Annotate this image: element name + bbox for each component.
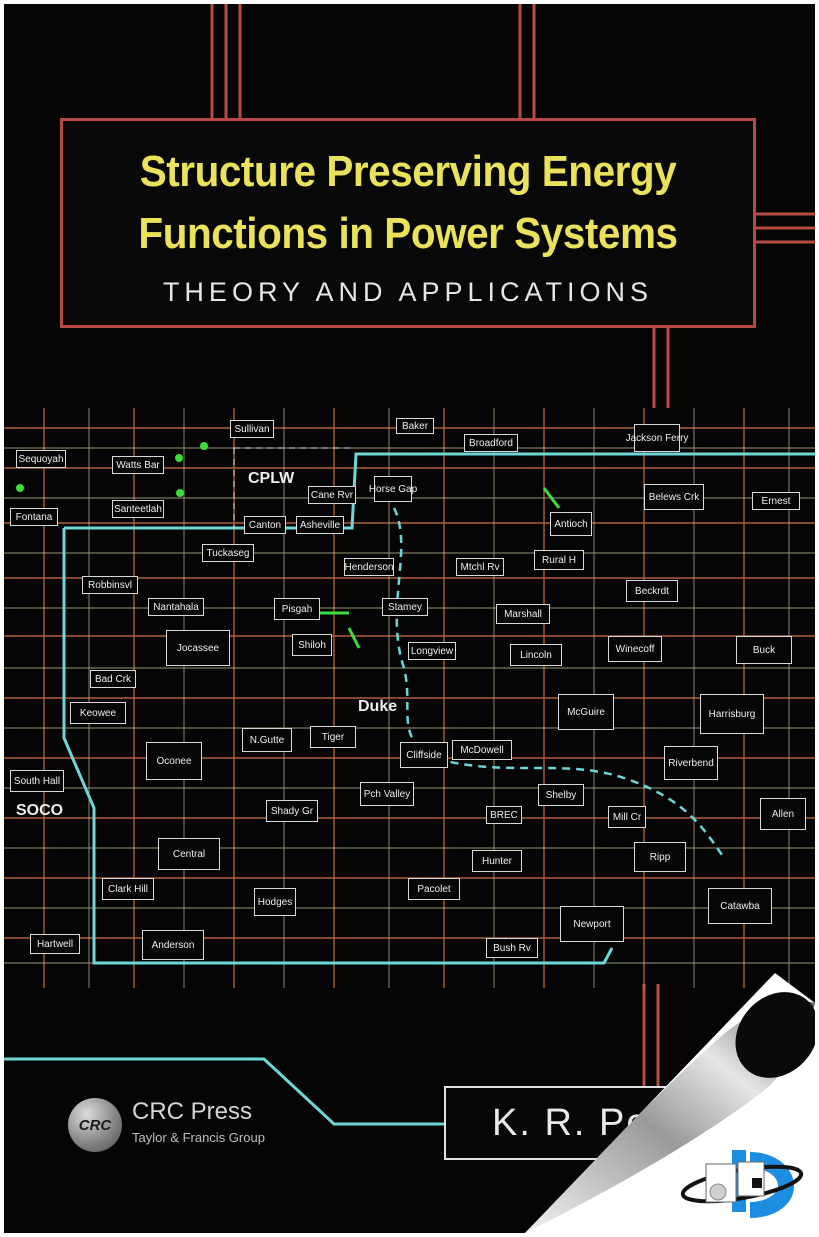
network-node: Newport [560, 906, 624, 942]
crc-press-logo-icon: CRC [68, 1098, 122, 1152]
region-label-duke: Duke [358, 698, 398, 715]
network-node: Central [158, 838, 220, 870]
network-node: Sequoyah [16, 450, 66, 468]
network-node: Tiger [310, 726, 356, 748]
network-node: Henderson [344, 558, 394, 576]
network-node: Lincoln [510, 644, 562, 666]
network-node: N.Gutte [242, 728, 292, 752]
network-node: Belews Crk [644, 484, 704, 510]
network-node: Bad Crk [90, 670, 136, 688]
network-node: Cane Rvr [308, 486, 356, 504]
network-node: Antioch [550, 512, 592, 536]
book-title-line-1: Structure Preserving Energy [139, 147, 677, 196]
network-node: Anderson [142, 930, 204, 960]
region-label-cplw: CPLW [248, 470, 295, 487]
network-node: Bush Rv [486, 938, 538, 958]
network-node: Riverbend [664, 746, 718, 780]
network-node: McGuire [558, 694, 614, 730]
network-node: Canton [244, 516, 286, 534]
network-node: Harrisburg [700, 694, 764, 734]
network-node: Hodges [254, 888, 296, 916]
network-node: Sullivan [230, 420, 274, 438]
network-node: Watts Bar [112, 456, 164, 474]
network-node: Tuckaseg [202, 544, 254, 562]
network-node: Hunter [472, 850, 522, 872]
network-node: McDowell [452, 740, 512, 760]
network-node: Asheville [296, 516, 344, 534]
network-node: Pisgah [274, 598, 320, 620]
power-network-diagram: CPLW Duke SOCO Sullivan Baker Broadford … [4, 408, 815, 988]
book-cover: Structure Preserving Energy Functions in… [4, 4, 815, 1233]
network-node: Robbinsvl [82, 576, 138, 594]
network-node: Jackson Ferry [626, 424, 688, 452]
network-node: South Hall [10, 770, 64, 792]
region-label-soco: SOCO [16, 802, 64, 819]
network-node: Buck [736, 636, 792, 664]
network-node: Cliffside [400, 742, 448, 768]
network-node: Pacolet [408, 878, 460, 900]
network-node: Shady Gr [266, 800, 318, 822]
network-node: Ripp [634, 842, 686, 872]
network-node: Rural H [534, 550, 584, 570]
network-node: Jocassee [166, 630, 230, 666]
network-node: Pch Valley [360, 782, 414, 806]
publisher-name: CRC Press [132, 1098, 253, 1125]
network-node: Clark Hill [102, 878, 154, 900]
network-node: Oconee [146, 742, 202, 780]
network-node: Ernest [752, 492, 800, 510]
network-node: Fontana [10, 508, 58, 526]
network-node: Hartwell [30, 934, 80, 954]
network-node: Baker [396, 418, 434, 434]
network-node: Mtchl Rv [456, 558, 504, 576]
watermark-logo-icon [680, 1150, 804, 1218]
network-node: Santeetlah [112, 500, 164, 518]
network-node: Catawba [708, 888, 772, 924]
network-node: Nantahala [148, 598, 204, 616]
network-node: BREC [486, 806, 522, 824]
network-node: Keowee [70, 702, 126, 724]
network-node: Mill Cr [608, 806, 646, 828]
network-node: Shiloh [292, 634, 332, 656]
book-subtitle: THEORY AND APPLICATIONS [162, 277, 654, 307]
network-node: Shelby [538, 784, 584, 806]
title-box: Structure Preserving Energy Functions in… [60, 118, 756, 328]
network-node: Longview [408, 642, 456, 660]
network-node: Beckrdt [626, 580, 678, 602]
network-node: Broadford [464, 434, 518, 452]
network-node: Winecoff [608, 636, 662, 662]
network-node: Marshall [496, 604, 550, 624]
network-node: Allen [760, 798, 806, 830]
publisher-group: Taylor & Francis Group [132, 1130, 265, 1145]
network-node: Stamey [382, 598, 428, 616]
network-node: Horse Gap [369, 476, 417, 502]
decorative-lines [4, 4, 815, 1126]
book-title-line-2: Functions in Power Systems [138, 209, 678, 258]
